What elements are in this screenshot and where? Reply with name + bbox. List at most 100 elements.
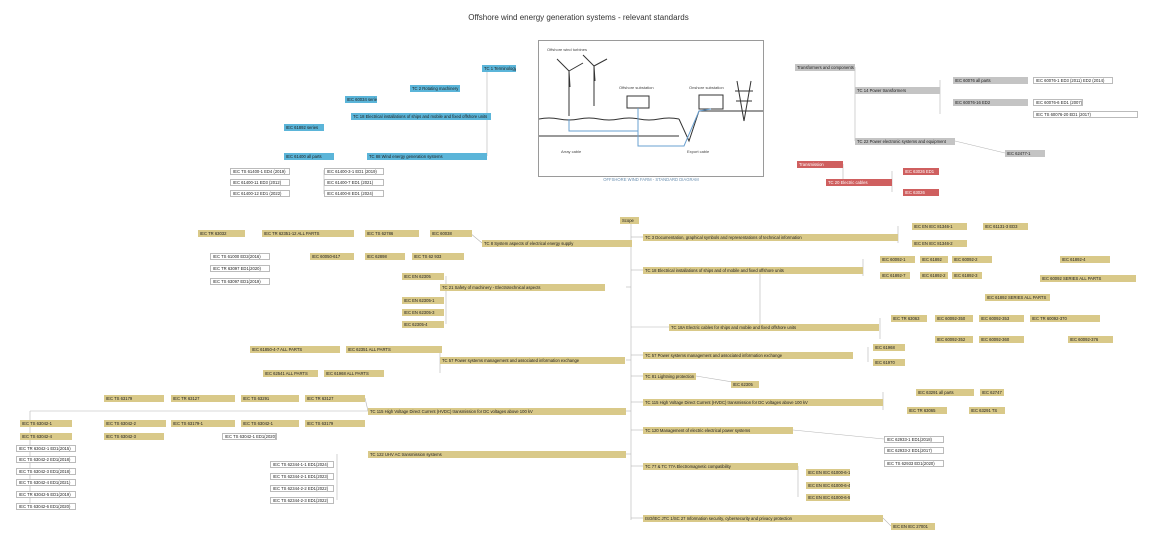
standard-node-w3: IEC 61400-11 ED3 (2012) [230,179,290,186]
standard-node-r3: IEC 63026 ED1 [903,168,939,175]
standard-node-l4w4: IEC TS 63042-4 ED1(2021) [16,479,76,486]
label-offshore-turbines: Offshore wind turbines [547,47,587,52]
standard-node-l3: TC 57 Power systems management and assoc… [440,357,625,364]
standard-node-l2b: IEC EN 62305-1 [402,297,444,304]
standard-node-l4: TC 115 High Voltage Direct Current (HVDC… [368,408,626,415]
standard-node-l3d: IEC 61968 ALL PARTS [324,370,384,377]
standard-node-r2c: IEC 60092-2 [952,256,992,263]
standard-node-g1: Transformers and components [795,64,855,71]
standard-node-r6d: IEC 63291 TS [969,407,1005,414]
standard-node-b2: TC 2 Rotating machinery [410,85,460,92]
standard-node-r1: Transmission [797,161,843,168]
standard-node-r2i: IEC 61892 SERIES ALL PARTS [985,294,1050,301]
standard-node-l1c: IEC TS 62786 [365,230,419,237]
standard-node-r5: TC 81 Lightning protection [643,373,696,380]
standard-node-l3b: IEC 62351 ALL PARTS [346,346,442,353]
standard-node-l1b: IEC TR 62351-12 ALL PARTS [262,230,354,237]
standard-node-r2: TC 20 Electric cables [826,179,892,186]
standard-node-l4w2: IEC TS 63042-2 ED1(2018) [16,456,76,463]
standard-node-l4w0: IEC TS 63042-1 ED1(2020) [222,433,277,440]
label-array-cable: Array cable [561,149,582,154]
standard-node-g2: IEC 60076 all parts [953,77,1028,84]
standard-node-r4: TC 57 Power systems management and assoc… [643,352,853,359]
standard-node-r8c: IEC EN IEC 61000-6-5 [806,494,850,501]
standard-node-w5: IEC 61400-12 ED1 (2022) [230,190,290,197]
standard-node-r2a: IEC 60092-1 [880,256,915,263]
standard-node-r2e: IEC 61892-7 [880,272,910,279]
wind-farm-illustration: Offshore wind turbines Offshore substati… [538,47,763,154]
standard-node-r7w1: IEC 62933-1 ED1(2018) [884,436,944,443]
standard-node-r3d: IEC TR 60092-370 [1030,315,1100,322]
label-offshore-substation: Offshore substation [619,85,654,90]
standard-node-l1e: IEC 60050-617 [310,253,354,260]
standard-node-l1f: IEC 62898 [365,253,405,260]
standard-node-l4c: IEC TS 63291 [241,395,299,402]
standard-node-b5: IEC 61892 series [284,124,324,131]
standard-node-g3: IEC 60076-1 ED3 (2011) ED2 (2014) [1033,77,1113,84]
standard-node-r6b: IEC 62747 [980,389,1004,396]
label-export-cable: Export cable [687,149,710,154]
standard-node-r2: TC 18 Electrical installations of ships … [643,267,863,274]
standard-node-b7: IEC 61400 all parts [284,153,334,160]
standard-node-w6: IEC 61400-8 ED1 (2024) [324,190,384,197]
standard-node-l1w3: IEC TS 63097 ED1(2019) [210,278,270,285]
standard-node-r3a: IEC TR 63063 [891,315,927,322]
standard-node-r4b: IEC 61970 [873,359,905,366]
standard-node-l4w5: IEC TR 63042-5 ED1(2019) [16,491,76,498]
standard-node-r9a: IEC EN IEC 27001 [891,523,935,530]
standard-node-l1: TC 8 System aspects of electrical energy… [482,240,632,247]
figure-caption: OFFSHORE WIND FARM - STANDARD DIAGRAM [603,177,699,182]
standard-node-r2g: IEC 61892-3 [952,272,982,279]
standard-node-r8b: IEC EN IEC 61000-6-4 [806,482,850,489]
standard-node-g5: IEC 60076-16 ED2 [953,99,1028,106]
standard-node-l5w4: IEC TS 62344-2-3 ED1(2022) [270,497,334,504]
standard-node-r7: TC 120 Management of electric electrical… [643,427,793,434]
standard-node-r4a: IEC 61968 [873,344,905,351]
standard-node-w1: IEC TS 61400-1 ED4 (2019) [230,168,290,175]
standard-node-l4k: IEC TS 63042-4 [20,433,72,440]
standard-node-l4g: IEC TS 63179-1 [171,420,235,427]
standard-node-r2f: IEC 61892-2 [920,272,948,279]
standard-node-r2d: IEC 61892-4 [1060,256,1110,263]
standard-node-l4i: IEC TS 63179 [305,420,365,427]
standard-node-b6: TC 88 Wind energy generation systems [367,153,487,160]
standard-node-l1w2: IEC TR 63097 ED1(2020) [210,265,270,272]
standard-node-l2a: IEC EN 62305 [402,273,444,280]
standard-node-r3b: IEC 60092-350 [935,315,973,322]
standard-node-g9: IEC 62477-1 [1005,150,1045,157]
standard-node-r3c: IEC 60092-353 [979,315,1024,322]
standard-node-r7w3: IEC TS 62933 ED1(2020) [884,460,944,467]
wind-farm-figure: Offshore wind turbines Offshore substati… [538,40,764,177]
standard-node-l1a: IEC TR 63032 [198,230,245,237]
standard-node-r7w2: IEC 62933-2 ED1(2017) [884,447,944,454]
standard-node-r1a: IEC EN IEC 81346-1 [912,223,967,230]
standard-node-w2: IEC 61400-3-1 ED1 (2019) [324,168,384,175]
standard-node-l5w1: IEC TS 62344-1-1 ED1(2024) [270,461,334,468]
standard-node-r3: TC 18A Electric cables for ships and mob… [669,324,879,331]
standard-node-g7: IEC TS 60076-20 ED1 (2017) [1033,111,1138,118]
standard-node-l2: TC 21 Safety of machinery - Electrotechn… [440,284,605,291]
standard-node-root: Scope [620,217,639,224]
standard-node-l4w1: IEC TR 63042-1 ED1(2015) [16,445,76,452]
standard-node-l1d: IEC 60038 [430,230,472,237]
standard-node-l4d: IEC TR 63127 [305,395,365,402]
standard-node-r4: IEC 63026 [903,189,939,196]
standard-node-g4: TC 14 Power transformers [855,87,940,94]
standard-node-r5a: IEC 62305 [731,381,759,388]
standard-node-l2d: IEC 62305-4 [402,321,444,328]
standard-node-l5w3: IEC TS 62344-2-2 ED1(2022) [270,485,334,492]
standard-node-g8: TC 22 Power electronic systems and equip… [855,138,955,145]
standard-node-l1w1: IEC TS 61000 ED2(2016) [210,253,270,260]
standard-node-l4j: IEC TS 63042-3 [104,433,164,440]
standard-node-l2c: IEC EN 62305-3 [402,309,444,316]
standard-node-l3c: IEC 62541 ALL PARTS [263,370,318,377]
standard-node-r1c: IEC EN IEC 81346-2 [912,240,967,247]
standard-node-b4: TC 18 Electrical installations of ships … [351,113,491,120]
standard-node-l5: TC 122 UHV AC transmission systems [368,451,626,458]
standard-node-l1g: IEC TS 62 933 [412,253,464,260]
standard-node-l4b: IEC TR 63127 [171,395,235,402]
standard-node-r8: TC 77 & TC 77A Electromagnetic compatibi… [643,463,798,470]
standard-node-r2b: IEC 61892 [920,256,948,263]
standard-node-r2h: IEC 60092 SERIES ALL PARTS [1040,275,1136,282]
